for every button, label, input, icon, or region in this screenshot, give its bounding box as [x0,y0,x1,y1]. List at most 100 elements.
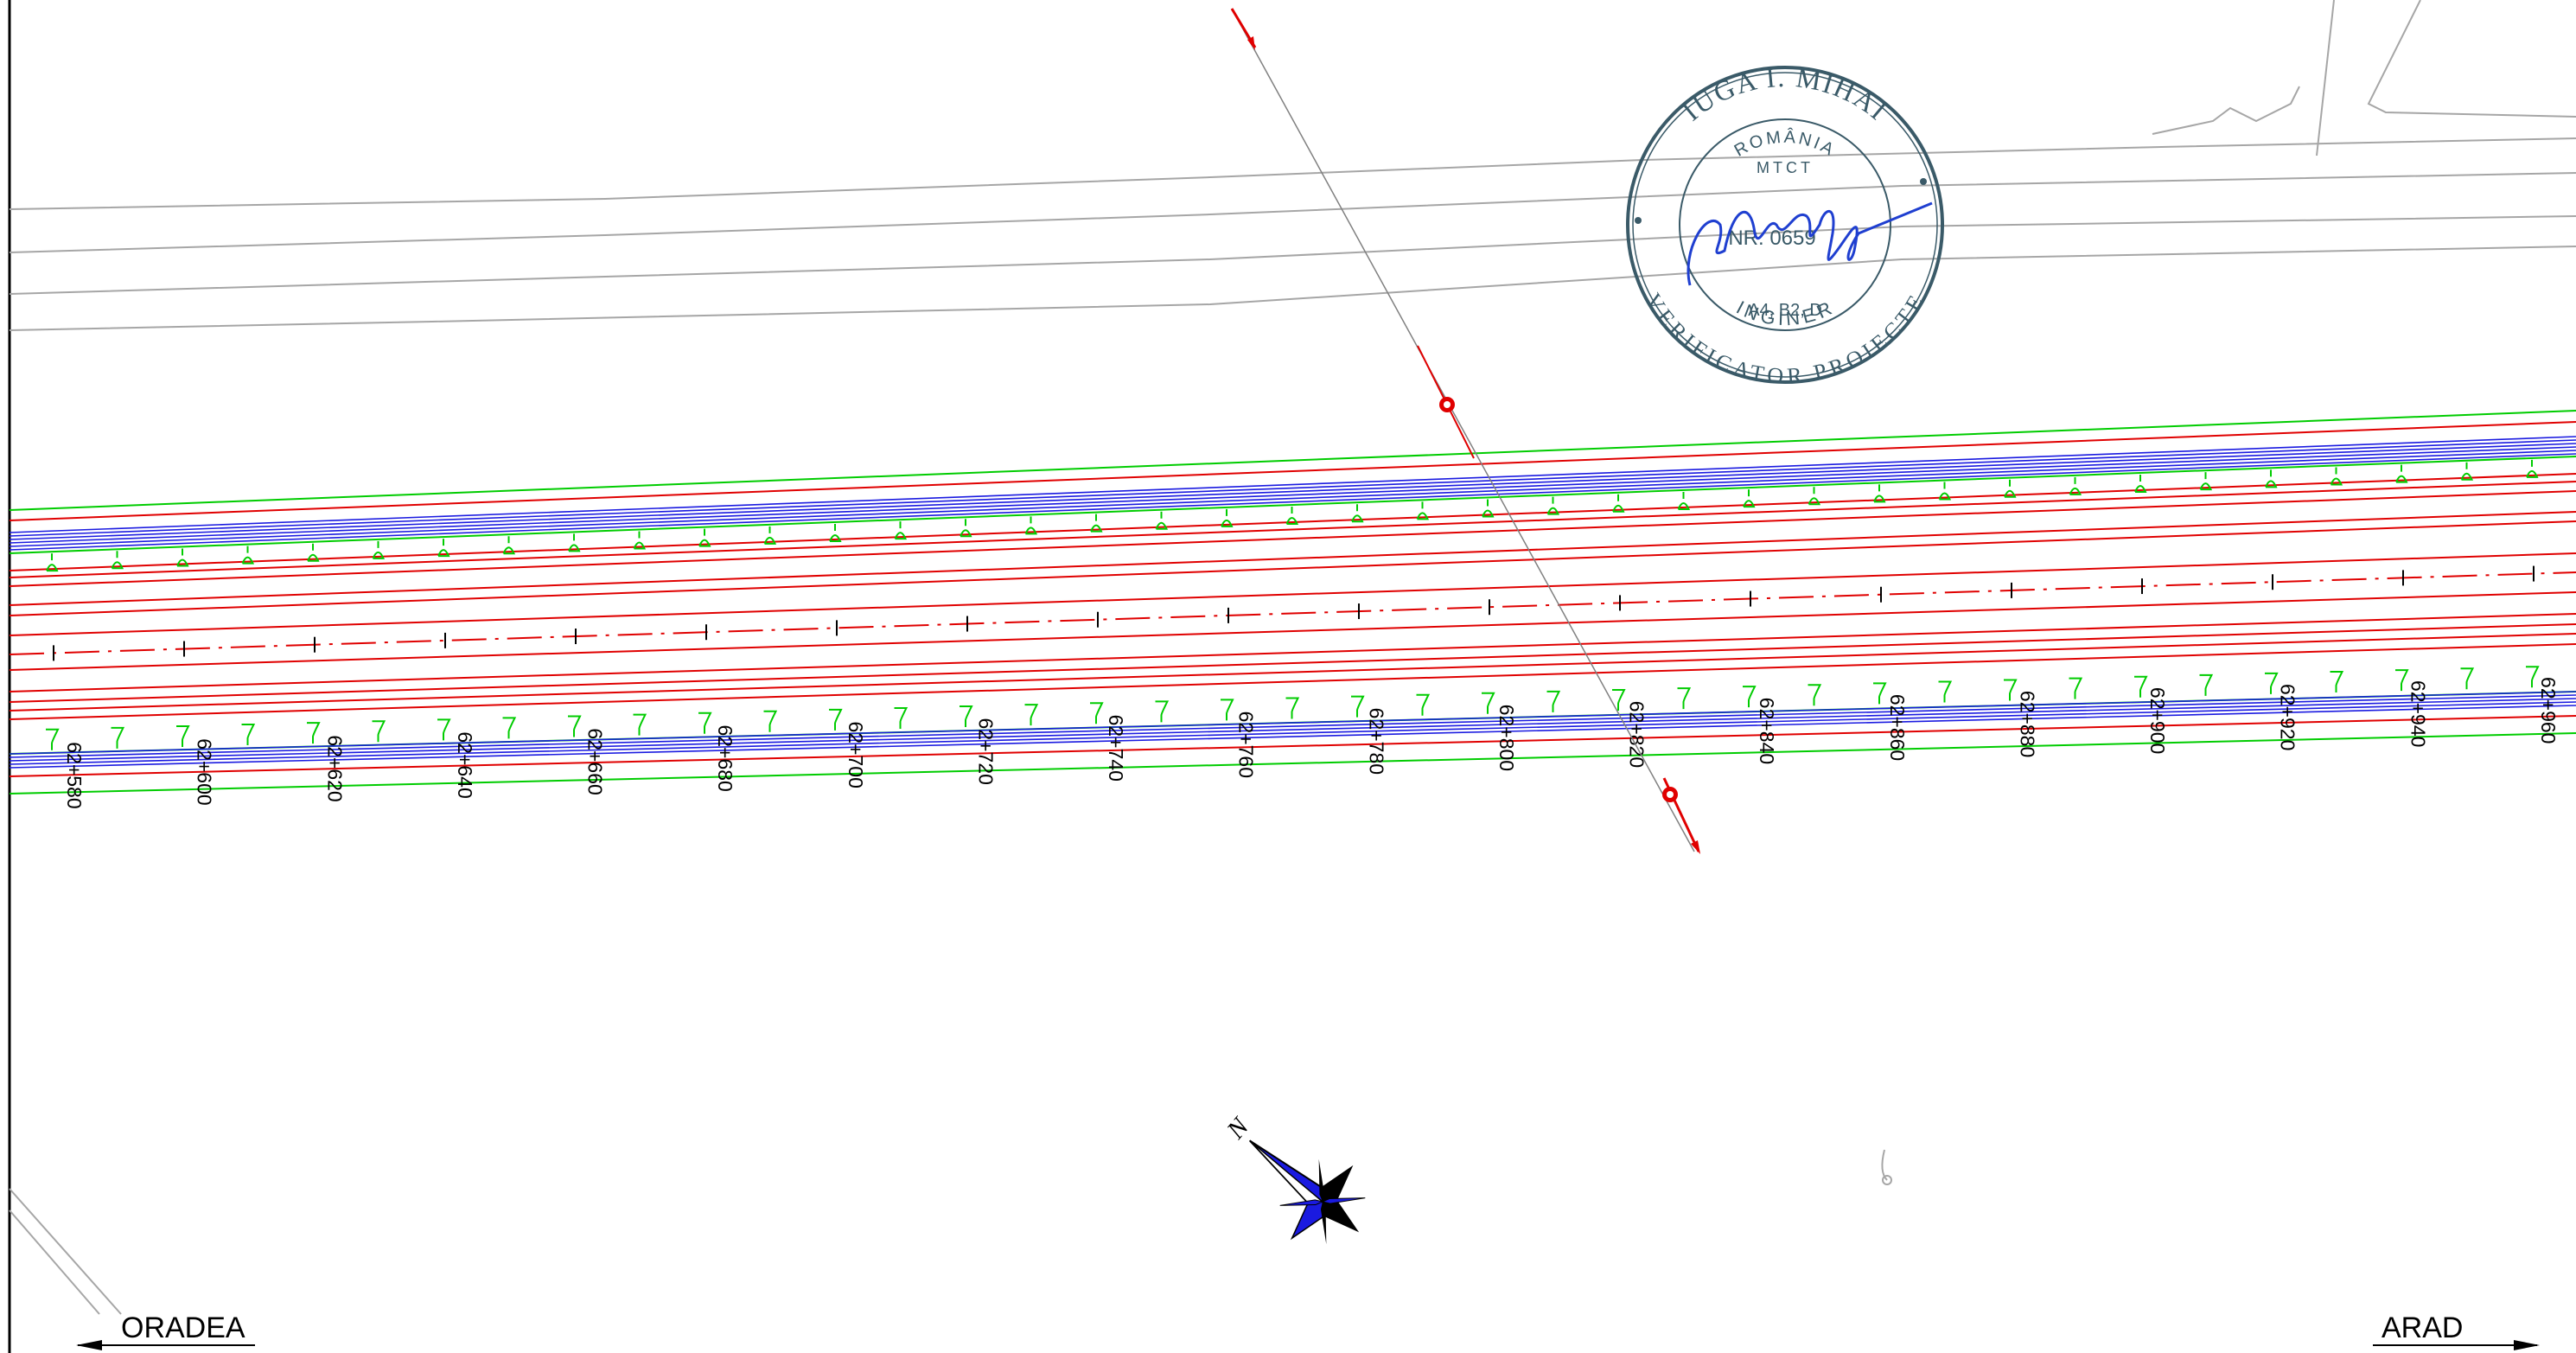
slope-symbol [2004,679,2018,701]
svg-text:IUGA I. MIHAI: IUGA I. MIHAI [1676,61,1894,127]
slope-symbol [1612,494,1625,513]
slope-symbol [176,724,190,747]
chainage-label: 62+860 [1886,694,1909,761]
slope-symbol [1808,684,1822,706]
handwritten-signature [1687,201,1933,286]
slope-symbol [1808,487,1821,506]
slope-symbol [176,548,189,567]
slope-symbol [633,531,647,550]
chainage-label: 62+700 [845,721,867,788]
chainage-label: 62+640 [454,731,476,798]
centerline-ticks [53,565,2535,661]
slope-symbol [698,712,712,734]
north-arrow: N [1221,1111,1366,1245]
slope-symbol [1351,695,1365,718]
slope-symbol [241,546,255,565]
stamp-categories: A4, B2, D [1748,301,1822,320]
slope-symbol [1743,686,1757,708]
road-corridor [9,410,2576,795]
chainage-label: 62+900 [2146,687,2169,754]
slope-symbol [1285,507,1299,526]
survey-point-symbol [1881,1149,1892,1185]
chainage-label: 62+840 [1756,698,1778,764]
slope-symbol [2069,476,2082,495]
slope-symbol [1677,687,1692,710]
verifier-stamp: IUGA I. MIHAI VERIFICATOR PROIECTE ROMÂN… [1626,61,1944,389]
north-label: N [1221,1111,1255,1145]
slope-symbols-north [46,459,2539,572]
chainage-label: 62+660 [584,728,607,795]
chainage-label: 62+620 [323,735,346,801]
slope-symbol [1546,690,1561,712]
direction-right: ARAD [2373,1312,2540,1350]
chainage-labels: 62+580 62+600 62+620 62+640 62+660 62+680 62+7… [63,677,2560,809]
slope-symbol [46,553,59,572]
chainage-label: 62+740 [1105,715,1127,782]
chainage-label: 62+940 [2407,680,2429,747]
chainage-label: 62+920 [2277,684,2299,750]
slope-symbol [437,718,451,741]
slope-symbol [568,715,582,737]
slope-symbol [2265,469,2278,488]
slope-symbol [698,528,711,547]
slope-symbol [1938,482,1952,501]
chainage-label: 62+780 [1365,708,1387,775]
slope-symbol [2134,675,2148,698]
stamp-number: NR. 0659 [1728,227,1815,250]
slope-symbol [960,519,972,538]
slope-symbol [568,533,581,552]
slope-symbol [2069,677,2083,699]
slope-symbol [372,720,386,743]
slope-symbol [1873,682,1887,705]
slope-symbol [1285,697,1300,719]
cross-section-cut-line [1230,8,1700,854]
slope-symbol [46,728,60,750]
chainage-label: 62+820 [1626,701,1648,768]
slope-symbol [1024,704,1039,726]
slope-symbol [2330,467,2343,486]
chainage-label: 62+720 [974,718,997,785]
chainage-label: 62+800 [1495,705,1518,771]
slope-symbol [2395,464,2408,483]
slope-symbol [829,523,842,542]
chainage-label: 62+680 [714,724,736,791]
slope-symbol [1677,491,1691,510]
slope-symbol [829,708,843,731]
direction-right-label: ARAD [2382,1312,2463,1344]
slope-symbol [1090,702,1104,724]
slope-symbol [894,706,909,729]
road-edge-lines [9,421,2576,777]
embankment-toe-north [9,410,2576,511]
slope-symbol [1155,511,1169,530]
slope-symbol [894,521,908,540]
slope-symbol [437,539,450,558]
chainage-label: 62+600 [194,738,216,805]
slope-symbol [2199,673,2214,696]
slope-symbol [2004,479,2017,498]
direction-left: ORADEA [76,1312,255,1350]
slope-symbol [1743,489,1756,508]
slope-symbol [2460,462,2474,481]
slope-symbol [111,551,124,570]
slope-symbol [1155,700,1170,723]
slope-symbol [1546,496,1560,515]
embankment-top-north [9,456,2576,554]
slope-symbol [1090,514,1103,533]
slope-symbol [633,713,647,736]
slope-symbol [2526,459,2539,478]
embankment-toe-south [9,732,2576,795]
chainage-label: 62+580 [63,742,86,808]
slope-symbol [1221,508,1234,527]
slope-symbol [1024,516,1038,535]
slope-symbol [2199,472,2213,491]
carriageway-hatch-north [9,436,2576,551]
slope-symbol [111,726,125,749]
road-centerline [9,571,2576,655]
slope-symbol [307,722,321,744]
slope-symbol [502,536,516,555]
slope-symbol [2330,671,2344,693]
slope-symbol [502,717,517,739]
slope-symbol [1873,484,1886,503]
chainage-label: 62+760 [1235,712,1258,778]
